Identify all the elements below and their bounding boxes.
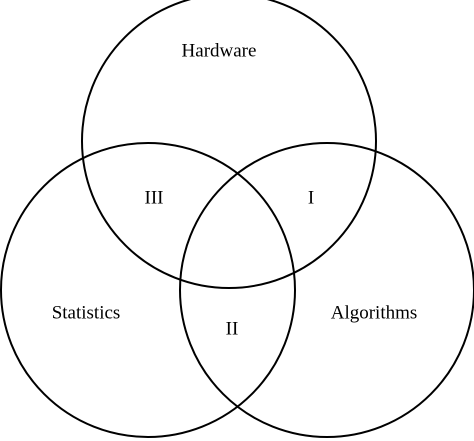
hardware-circle xyxy=(81,0,377,289)
statistics-circle xyxy=(0,142,296,438)
statistics-label: Statistics xyxy=(52,302,121,323)
hardware-label: Hardware xyxy=(182,40,257,61)
region-label-i: I xyxy=(308,187,314,208)
algorithms-circle xyxy=(179,142,474,438)
algorithms-label: Algorithms xyxy=(331,302,418,323)
region-label-iii: III xyxy=(145,187,164,208)
region-label-ii: II xyxy=(226,318,239,339)
